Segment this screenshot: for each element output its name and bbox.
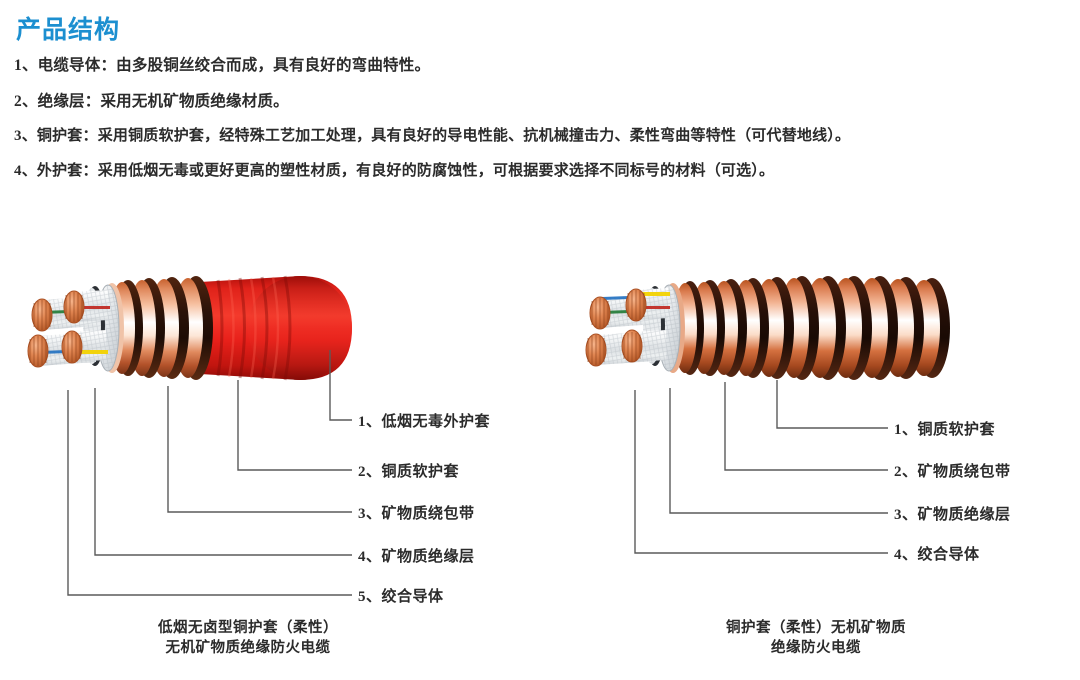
cable-svg-right <box>585 276 950 380</box>
right-figure-caption: 铜护套（柔性）无机矿物质 绝缘防火电缆 <box>546 618 1080 658</box>
page-title: 产品结构 <box>16 15 121 44</box>
copper-corrugated-sheath-right <box>673 276 950 380</box>
intro-line-4: 4、外护套：采用低烟无毒或更好更高的塑性材质，有良好的防腐蚀性，可根据要求选择不… <box>14 163 775 179</box>
left-label-4: 4、矿物质绝缘层 <box>358 549 475 565</box>
left-label-3: 3、矿物质绕包带 <box>358 506 475 522</box>
intro-line-3: 3、铜护套：采用铜质软护套，经特殊工艺加工处理，具有良好的导电性能、抗机械撞击力… <box>14 128 851 144</box>
figure-copper-sheath-cable: 1、铜质软护套 2、矿物质绕包带 3、矿物质绝缘层 4、绞合导体 铜护套（柔性）… <box>540 240 1080 680</box>
figure-low-smoke-cable: 1、低烟无毒外护套 2、铜质软护套 3、矿物质绕包带 4、矿物质绝缘层 5、绞合… <box>0 240 540 680</box>
right-label-1: 1、铜质软护套 <box>894 422 996 438</box>
left-label-2: 2、铜质软护套 <box>358 464 460 480</box>
right-label-4: 4、绞合导体 <box>894 547 980 563</box>
right-label-2: 2、矿物质绕包带 <box>894 464 1011 480</box>
copper-corrugated-sheath <box>109 276 213 380</box>
right-caption-line-1: 铜护套（柔性）无机矿物质 <box>726 620 906 636</box>
left-label-5: 5、绞合导体 <box>358 589 444 605</box>
outer-jacket-red <box>200 275 352 381</box>
cable-illustration-right <box>540 240 1080 390</box>
left-figure-caption: 低烟无卤型铜护套（柔性） 无机矿物质绝缘防火电缆 <box>0 618 518 658</box>
intro-line-2: 2、绝缘层：采用无机矿物质绝缘材质。 <box>14 92 289 110</box>
stranded-conductor-cores-right <box>585 288 670 367</box>
right-label-3: 3、矿物质绝缘层 <box>894 507 1011 523</box>
left-caption-line-2: 无机矿物质绝缘防火电缆 <box>165 640 331 656</box>
left-caption-line-1: 低烟无卤型铜护套（柔性） <box>158 620 338 636</box>
cable-illustration-left <box>0 240 540 390</box>
left-label-1: 1、低烟无毒外护套 <box>358 414 491 430</box>
right-caption-line-2: 绝缘防火电缆 <box>771 640 861 656</box>
stranded-conductor-cores <box>27 290 110 368</box>
intro-text-block: 1、电缆导体：由多股铜丝绞合而成，具有良好的弯曲特性。 2、绝缘层：采用无机矿物… <box>14 58 1066 199</box>
cable-svg-left <box>27 275 352 381</box>
intro-line-1: 1、电缆导体：由多股铜丝绞合而成，具有良好的弯曲特性。 <box>14 57 431 74</box>
